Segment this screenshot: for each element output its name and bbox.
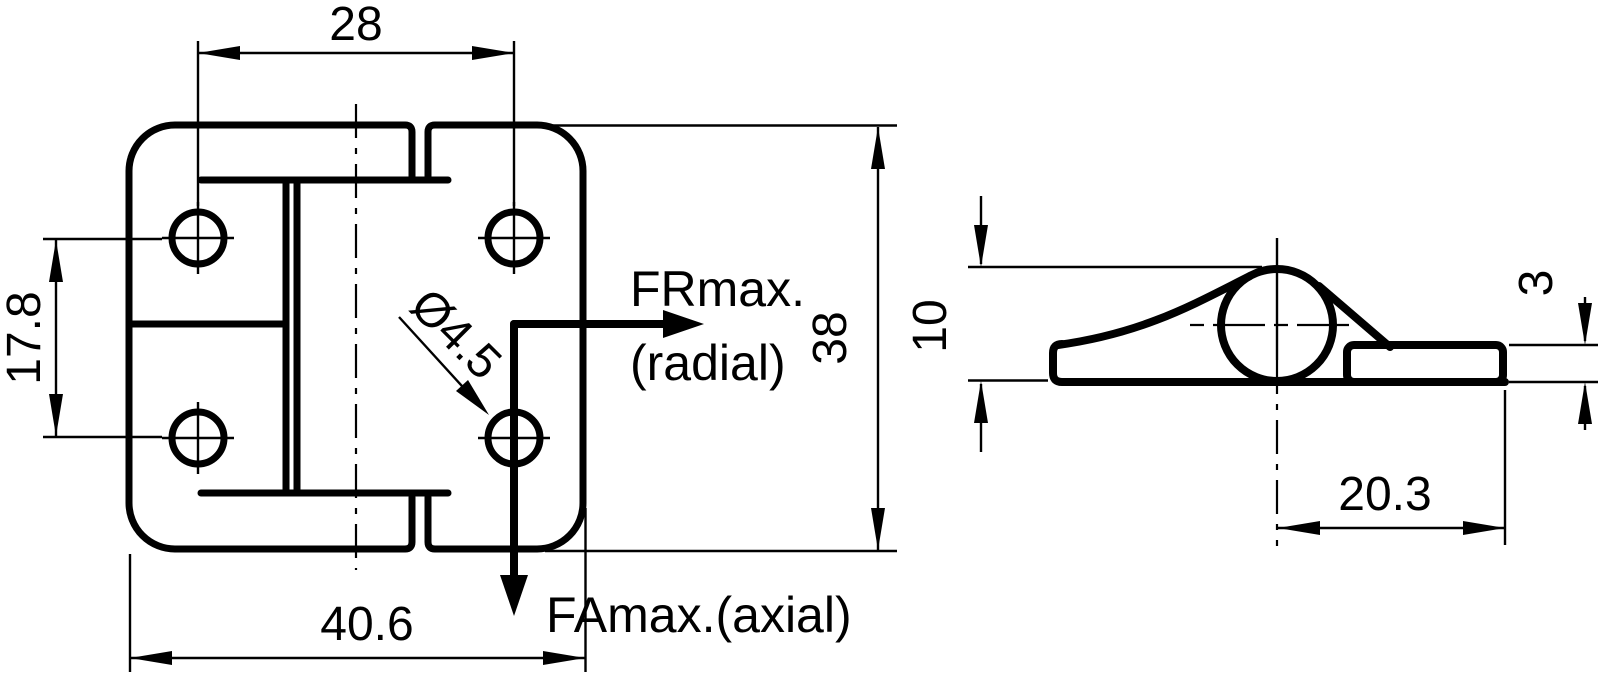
arrow-down-icon [1578,303,1592,345]
front-outline-right-leaf [424,121,587,553]
dimension-10: 10 [904,196,1262,452]
arrow-up-icon [974,381,988,423]
mounting-hole-bottom-left [162,402,234,474]
dimension-3: 3 [1509,270,1598,430]
dimension-40-6: 40.6 [128,508,587,672]
dimension-28: 28 [196,0,516,206]
dimension-17-8: 17.8 [0,237,162,439]
leader-arrow-icon [456,380,489,415]
arrow-left-icon [130,651,172,665]
dim-label-38: 38 [804,311,857,364]
axial-force-annotation: FAmax.(axial) [500,320,852,643]
arrow-down-icon [871,508,885,550]
dim-label-28: 28 [329,0,382,51]
dim-label-hole-diameter: Ø4.5 [400,279,511,390]
arrow-up-icon [871,127,885,169]
arrow-up-icon [1578,382,1592,424]
side-flat-leaf [1343,341,1507,386]
force-arrow-down-icon [500,575,528,616]
arrow-up-icon [49,240,63,282]
mounting-hole-top-left [162,202,234,274]
side-base-profile [1049,340,1509,386]
front-outline-left-leaf [125,121,416,553]
dimension-38: 38 [545,124,897,553]
side-knuckle-tangent [1315,282,1394,351]
axial-force-label: FAmax.(axial) [546,587,852,643]
dim-label-17-8: 17.8 [0,291,51,384]
dim-label-3: 3 [1510,270,1563,297]
arrow-left-icon [1278,521,1320,535]
force-arrow-right-icon [663,310,704,338]
side-top-curve [1054,272,1254,349]
radial-force-label: FRmax. [630,261,805,317]
mounting-hole-top-right [478,202,550,274]
radial-force-annotation: FRmax. (radial) [510,261,805,391]
arrow-down-icon [974,225,988,267]
arrow-right-icon [543,651,585,665]
arrow-left-icon [198,46,240,60]
front-knuckle-web-lines [282,176,301,497]
dim-label-10: 10 [904,299,957,352]
dim-label-40-6: 40.6 [320,598,413,651]
side-view: 10 3 20.3 [904,196,1598,546]
leader-hole-diameter: Ø4.5 [398,279,511,415]
arrow-right-icon [1463,521,1505,535]
dimension-20-3: 20.3 [1278,390,1507,545]
arrow-down-icon [49,394,63,436]
dim-label-20-3: 20.3 [1338,468,1431,521]
arrow-right-icon [472,46,514,60]
front-view: 28 17.8 40.6 [0,0,897,672]
radial-force-qualifier: (radial) [630,335,786,391]
